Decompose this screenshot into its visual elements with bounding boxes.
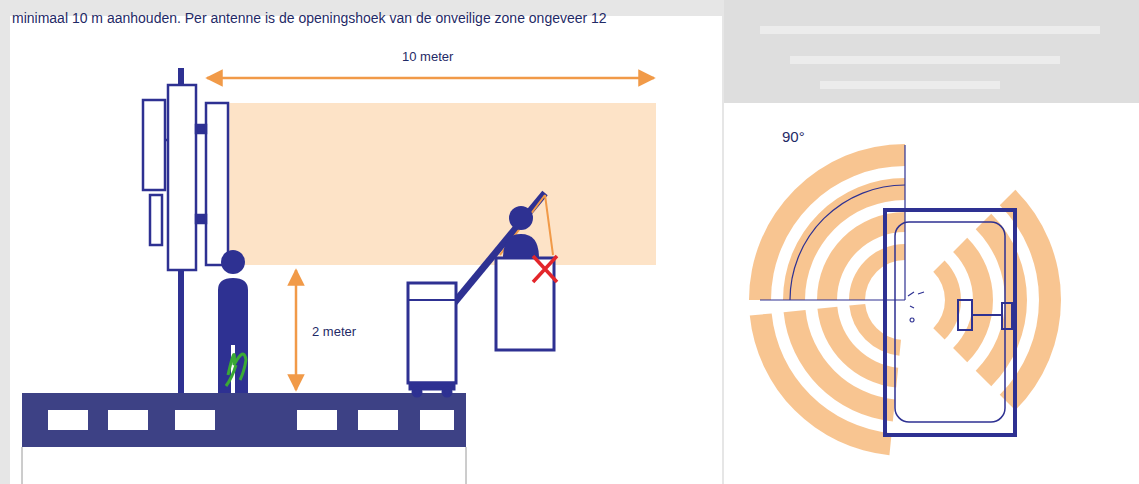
radiation-zones-part	[976, 214, 1027, 387]
radiation-zones-part	[1000, 190, 1061, 411]
backgrounds-part	[724, 0, 1139, 103]
roof-plan-part	[972, 314, 1002, 316]
roof-plan	[760, 145, 1015, 435]
backgrounds-part	[760, 30, 1100, 85]
standing-person-part	[226, 354, 246, 386]
antenna-part	[196, 125, 206, 133]
roof-slab-part-part	[175, 410, 215, 430]
roof-plan-part	[904, 145, 905, 300]
angle-label: 90°	[780, 128, 807, 145]
roof-plan-part	[1002, 303, 1012, 329]
roof-plan-part	[760, 299, 905, 300]
antenna-part	[143, 100, 165, 190]
antenna-part	[206, 103, 228, 265]
roof-slab-part-part	[297, 410, 337, 430]
dimension-label: 10 meter	[400, 50, 455, 65]
radiation-zones-part	[849, 244, 905, 300]
radiation-zones-part	[849, 304, 901, 356]
cherry-picker-part	[413, 388, 421, 396]
roof-plan-part	[908, 292, 924, 322]
cherry-picker-part	[408, 299, 456, 301]
radiation-zones-part	[749, 144, 905, 300]
dimension-arrows	[207, 78, 654, 390]
unsafe-zone-part	[228, 103, 656, 265]
roof-slab-part-part	[108, 410, 148, 430]
radiation-zones	[749, 144, 1061, 455]
antenna-part	[165, 139, 168, 142]
cherry-picker-part	[408, 283, 456, 383]
radiation-zones-part	[933, 260, 961, 339]
backgrounds-part	[724, 103, 1139, 484]
radiation-zones-part	[953, 238, 993, 362]
standing-person	[218, 250, 248, 393]
antenna-part	[168, 85, 196, 270]
cherry-picker-part	[503, 234, 539, 258]
antenna-part	[196, 215, 206, 223]
roof-slab-part-part	[420, 410, 454, 430]
cherry-picker-part	[443, 388, 451, 396]
roof-slab-part-part	[48, 410, 88, 430]
unsafe-zone	[228, 103, 656, 265]
antenna-part	[150, 195, 162, 245]
cherry-picker-part	[533, 256, 557, 282]
backgrounds-part	[10, 16, 722, 484]
cherry-picker-part	[509, 206, 533, 230]
cherry-picker	[408, 193, 557, 396]
roof-plan-part	[790, 185, 905, 300]
roof-slab	[22, 393, 466, 484]
standing-person-part	[221, 250, 245, 274]
dimension-label: 2 meter	[310, 325, 358, 340]
antenna	[143, 68, 228, 393]
dimension-arrows-part	[295, 270, 298, 390]
roof-plan-part	[958, 300, 972, 330]
dimension-arrows-part	[207, 77, 654, 80]
roof-slab-part	[22, 393, 466, 447]
note-text: minimaal 10 m aanhouden. Per antenne is …	[10, 10, 609, 26]
roof-slab-part-part	[358, 410, 398, 430]
roof-slab-part	[48, 410, 454, 430]
radiation-zones-part	[750, 313, 892, 455]
roof-slab-part	[22, 447, 466, 484]
roof-plan-part	[895, 222, 1005, 422]
standing-person-part	[218, 278, 248, 393]
